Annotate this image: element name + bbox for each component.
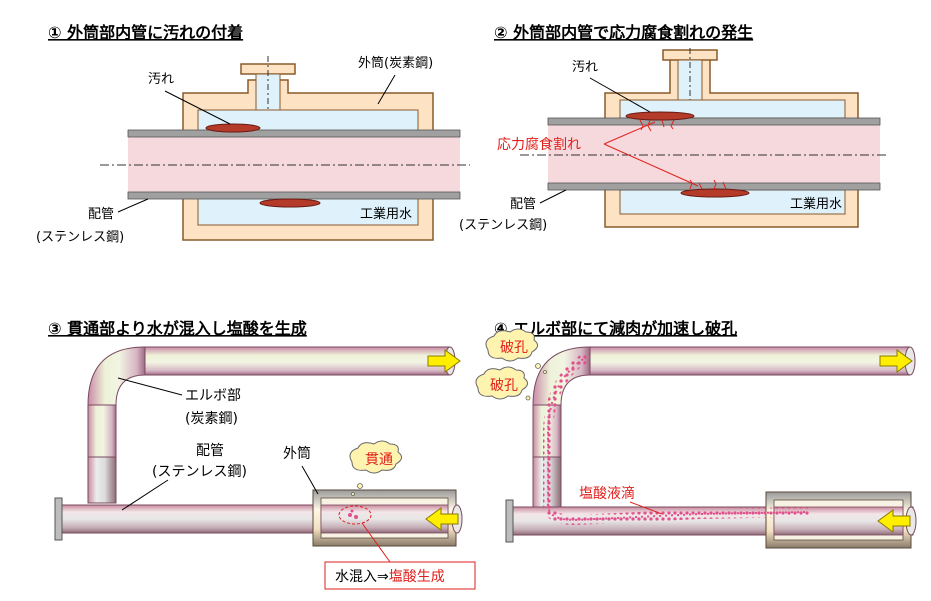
end-flange (54, 497, 63, 541)
result-leader (361, 522, 391, 563)
flow-arrow-out (879, 349, 913, 373)
panel-1: ① 外筒部内管に汚れの付着 汚れ 外筒(炭素鋼) 配管 (ステンレス鋼) 工業用… (36, 23, 470, 245)
panel-4: ④ エルボ部にて減肉が加速し破孔 破孔 破孔 塩酸液滴 (475, 319, 917, 549)
panel-3: ③ 貫通部より水が混入し塩酸を生成 貫通 エルボ部 (炭素鋼) 配管 (48, 319, 476, 590)
elbow-leader (117, 377, 183, 396)
outer-label: 外筒 (283, 445, 311, 462)
panel-3-title: ③ 貫通部より水が混入し塩酸を生成 (48, 319, 307, 338)
shell-leader (377, 74, 396, 105)
pipe (548, 123, 880, 185)
dirt-leader (589, 77, 651, 113)
dirt-label: 汚れ (572, 60, 598, 75)
panel-4-title: ④ エルボ部にて減肉が加速し破孔 (494, 319, 737, 338)
hole-bubble-2 (475, 366, 528, 400)
elbow-label: エルボ部 (185, 388, 241, 404)
pipe-wall-top (127, 129, 461, 138)
scc-label: 応力腐食割れ (497, 136, 581, 153)
vertical-pipe-stainless (87, 456, 117, 504)
pipe-wall-bottom (127, 191, 461, 200)
droplet-leader (629, 501, 663, 515)
dirt-label: 汚れ (148, 72, 174, 87)
water-label: 工業用水 (790, 196, 842, 212)
result-box-text: 水混入⇒塩酸生成 (335, 569, 445, 585)
droplet-label: 塩酸液滴 (579, 485, 635, 502)
result-box (324, 561, 476, 590)
elbow-material-label: (炭素鋼) (185, 411, 238, 427)
panel-2-title: ② 外筒部内管で応力腐食割れの発生 (494, 23, 753, 42)
panel-2: ② 外筒部内管で応力腐食割れの発生 汚れ 応力腐食割れ 配管 (ステンレス鋼) … (459, 23, 888, 233)
vertical-pipe-carbon (87, 404, 117, 458)
scc-leader-lower (603, 143, 699, 187)
penetration-bubble-label: 貫通 (365, 452, 393, 468)
result-acid-label: 塩酸生成 (389, 569, 445, 585)
panel-1-title: ① 外筒部内管に汚れの付着 (48, 23, 243, 42)
flow-arrow-in (877, 509, 911, 533)
elbow (87, 346, 146, 406)
pipe-material-label: (ステンレス鋼) (459, 218, 547, 233)
scc-leader-upper (603, 121, 656, 145)
pipe-wall-top (547, 117, 881, 126)
top-pipe (589, 346, 911, 376)
flow-arrow-in (425, 507, 459, 531)
pipe-material-label: (ステンレス鋼) (152, 464, 247, 480)
penetration-mark (338, 505, 372, 525)
dirt-lower (259, 198, 321, 208)
pipe-label: 配管 (196, 443, 224, 459)
penetration-bubble (349, 440, 402, 474)
pipe-label: 配管 (88, 207, 114, 222)
acid-droplet-trail (543, 353, 810, 526)
result-water-label: 水混入⇒ (335, 569, 389, 585)
dirt-upper (205, 123, 261, 133)
crack-upper (639, 119, 675, 132)
dirt-lower (680, 188, 750, 198)
pipe-leader (117, 198, 149, 213)
outer-shell-label: 外筒(炭素鋼) (358, 55, 433, 71)
outer-leader (301, 465, 319, 495)
pipe-label: 配管 (510, 197, 536, 212)
pipe-leader (121, 479, 169, 511)
flow-arrow-out (427, 349, 461, 373)
top-pipe (144, 346, 451, 376)
dirt-leader (164, 90, 231, 125)
dirt-upper (625, 111, 695, 121)
water-label: 工業用水 (360, 206, 412, 222)
pipe-leader (539, 189, 567, 204)
hole-bubble-2-label: 破孔 (490, 378, 518, 394)
hole-bubble-1 (485, 328, 538, 362)
end-flange (505, 499, 514, 543)
hole-bubble-1-label: 破孔 (500, 340, 528, 356)
pipe-material-label: (ステンレス鋼) (36, 230, 124, 245)
